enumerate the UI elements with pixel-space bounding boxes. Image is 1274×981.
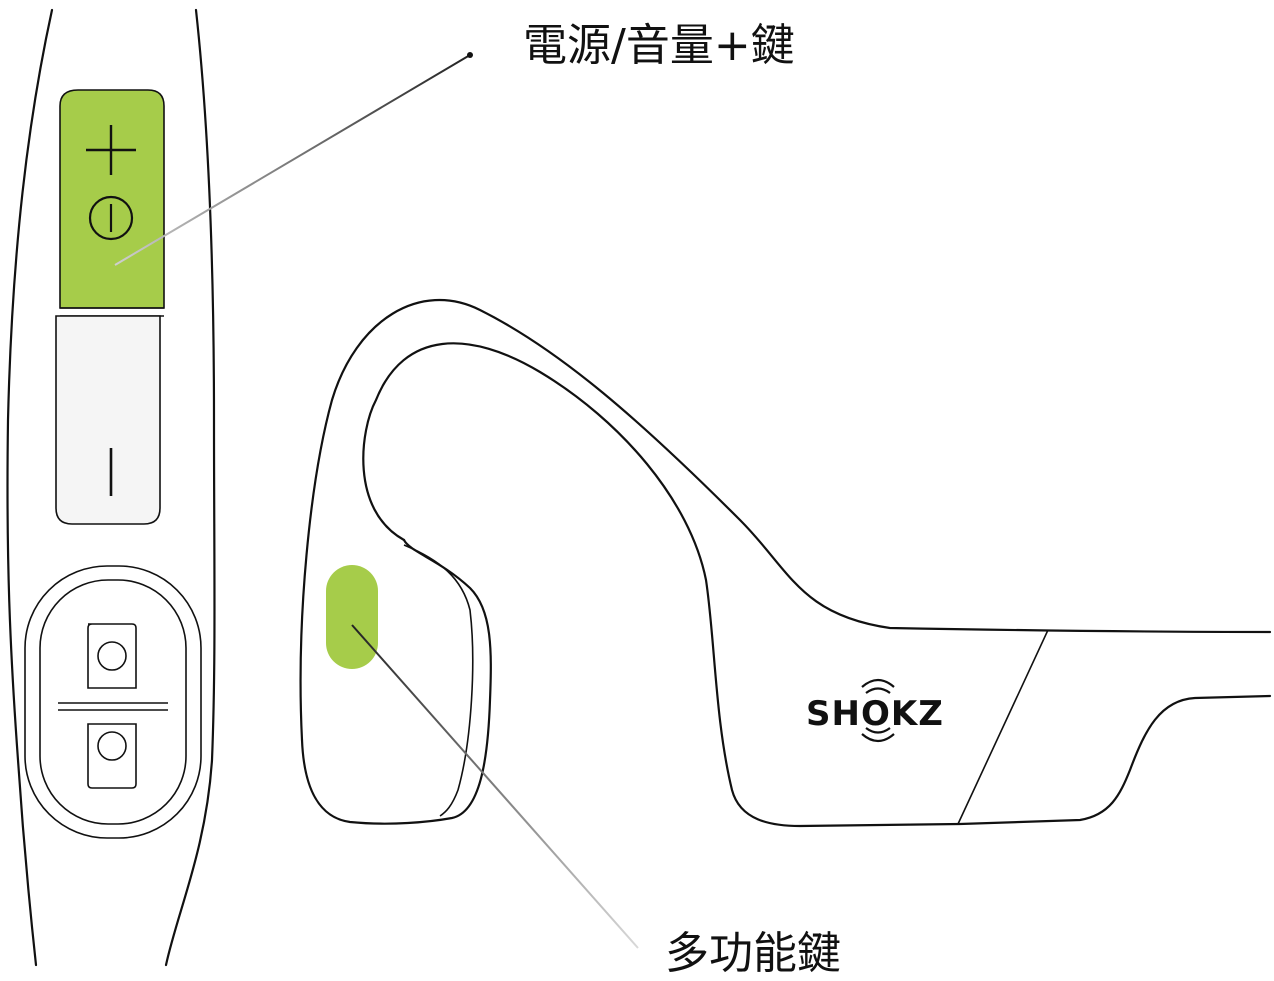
arm-outline-left [6,8,54,967]
multifunction-callout: 多功能鍵 [665,928,841,979]
charging-port-icon [87,623,137,789]
port-inner-ring [39,579,187,825]
leader-line-multifunction [351,624,639,949]
pin-housing-top [87,623,137,689]
pin-housing-bottom [87,723,137,789]
port-outer-ring [24,565,202,839]
earhook-inner [362,342,1272,828]
pin-top [97,641,127,671]
multifunction-button[interactable] [326,565,378,669]
pin-bottom [97,731,127,761]
shokz-logo: SHOKZ [806,678,944,743]
earpiece-inner-edge [403,544,474,817]
power-volume-button[interactable] [59,89,165,309]
logo-sound-waves [861,678,895,743]
leader-dot-power [467,52,473,58]
earpiece-view: SHOKZ [299,299,1272,828]
power-volume-callout: 電源/音量+鍵 [523,20,795,71]
charging-port [24,565,202,839]
arm-outline-right [164,8,216,967]
volume-down-button[interactable] [55,315,161,525]
leader-line-power [114,54,471,266]
earhook-outer [299,299,1272,742]
band-segment-line [957,629,1049,825]
logo-text: SHOKZ [806,694,944,734]
volume-button-panel [55,89,165,525]
plus-icon [86,125,136,175]
power-icon [88,195,134,241]
earpiece-body [300,538,492,825]
side-view-arm [6,8,216,967]
